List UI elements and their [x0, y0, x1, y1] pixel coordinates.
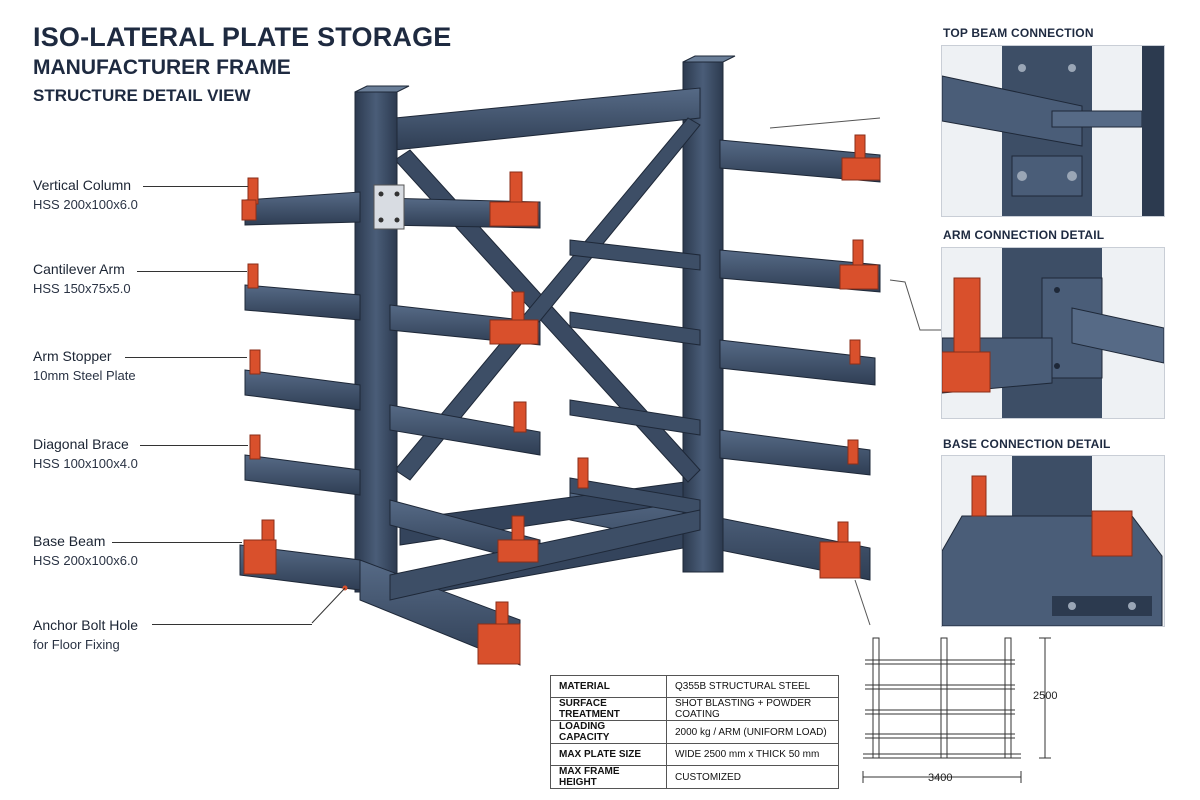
detail-panel-base-connection — [941, 455, 1165, 627]
callout-cantilever-arm: Cantilever Arm HSS 150x75x5.0 — [33, 261, 131, 296]
title-line-1: ISO-LATERAL PLATE STORAGE — [33, 22, 452, 52]
callout-anchor-bolt-hole: Anchor Bolt Hole for Floor Fixing — [33, 617, 139, 652]
arm-connection-plate — [373, 184, 405, 230]
table-row: LOADING CAPACITY 2000 kg / ARM (UNIFORM … — [550, 720, 839, 744]
table-row: MAX PLATE SIZE WIDE 2500 mm x THICK 50 m… — [550, 743, 839, 766]
callout-vertical-column: Vertical Column HSS 200x100x6.0 — [33, 177, 138, 212]
spec-table: MATERIAL Q355B STRUCTURAL STEEL SURFACE … — [550, 675, 839, 789]
title-line-2: MANUFACTURER FRAME — [33, 56, 291, 80]
cantilever-arms-back — [569, 239, 701, 516]
callout-arm-stopper: Arm Stopper 10mm Steel Plate — [33, 348, 136, 383]
dimension-height: 2500 — [1033, 690, 1058, 702]
callout-base-beam: Base Beam HSS 200x100x6.0 — [33, 533, 138, 568]
table-row: MATERIAL Q355B STRUCTURAL STEEL — [550, 675, 839, 698]
detail-title-arm-connection: ARM CONNECTION DETAIL — [943, 228, 1105, 242]
table-row: MAX FRAME HEIGHT CUSTOMIZED — [550, 765, 839, 789]
dimension-width: 3400 — [928, 772, 953, 784]
detail-title-top-beam: TOP BEAM CONNECTION — [943, 26, 1094, 40]
cantilever-arms-left — [244, 191, 361, 496]
table-row: SURFACE TREATMENT SHOT BLASTING + POWDER… — [550, 697, 839, 721]
diagonal-brace — [394, 117, 701, 483]
elevation-drawing — [862, 637, 1051, 783]
vertical-column-back — [682, 55, 736, 573]
callout-diagonal-brace: Diagonal Brace HSS 100x100x4.0 — [33, 436, 138, 471]
cantilever-arms-right — [719, 139, 881, 476]
detail-panel-arm-connection — [941, 247, 1165, 419]
page-title: ISO-LATERAL PLATE STORAGE MANUFACTURER F… — [33, 22, 452, 106]
arm-stoppers — [241, 134, 881, 665]
detail-title-base-connection: BASE CONNECTION DETAIL — [943, 437, 1111, 451]
top-beam — [394, 87, 701, 151]
title-line-3: STRUCTURE DETAIL VIEW — [33, 86, 251, 106]
detail-panel-top-beam — [941, 45, 1165, 217]
